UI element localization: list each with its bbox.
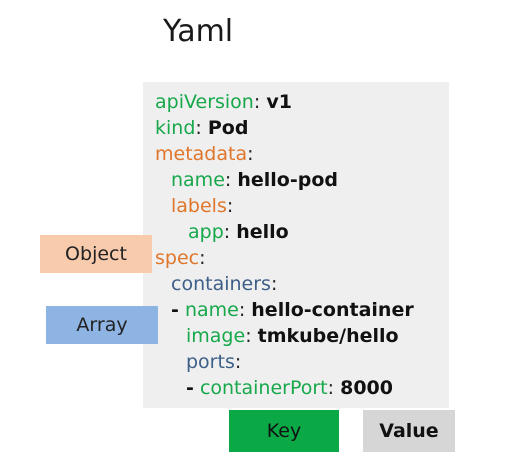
yaml-line-image: image: tmkube/hello xyxy=(186,323,399,349)
yaml-value: hello-pod xyxy=(237,169,338,191)
yaml-key: containers xyxy=(171,273,271,295)
yaml-separator: : xyxy=(223,221,231,243)
yaml-value: Pod xyxy=(207,117,249,139)
yaml-value: hello-container xyxy=(251,299,414,321)
yaml-key: containerPort xyxy=(199,377,328,399)
yaml-line-containerport: - containerPort: 8000 xyxy=(186,375,393,401)
yaml-key: ports xyxy=(186,351,235,373)
yaml-line-labels: labels: xyxy=(171,193,233,219)
legend-value: Value xyxy=(363,410,455,452)
yaml-line-metadata: metadata: xyxy=(155,141,254,167)
yaml-line-container-name: - name: hello-container xyxy=(171,297,414,323)
yaml-key: image xyxy=(186,325,246,347)
yaml-separator: : xyxy=(327,377,335,399)
yaml-separator: : xyxy=(245,325,252,347)
yaml-line-kind: kind: Pod xyxy=(155,115,248,141)
legend-array: Array xyxy=(46,306,158,344)
yaml-separator: : xyxy=(253,91,261,113)
yaml-key: spec xyxy=(155,247,200,269)
yaml-separator: : xyxy=(270,273,278,295)
yaml-separator: : xyxy=(226,195,234,217)
yaml-line-apiversion: apiVersion: v1 xyxy=(155,89,292,115)
yaml-separator: : xyxy=(199,247,206,269)
yaml-line-spec: spec: xyxy=(155,245,206,271)
yaml-key: kind xyxy=(155,117,196,139)
legend-object: Object xyxy=(40,235,152,273)
yaml-value: v1 xyxy=(266,91,292,113)
yaml-line-metadata-name: name: hello-pod xyxy=(171,167,338,193)
yaml-key: name xyxy=(184,299,239,321)
yaml-list-dash: - xyxy=(186,377,194,399)
yaml-value: 8000 xyxy=(340,377,393,399)
yaml-code-block: apiVersion: v1 kind: Pod metadata: name:… xyxy=(143,82,449,408)
yaml-key: app xyxy=(188,221,224,243)
yaml-list-dash: - xyxy=(171,299,179,321)
legend-key: Key xyxy=(229,410,339,452)
yaml-value: tmkube/hello xyxy=(257,325,399,347)
yaml-separator: : xyxy=(238,299,246,321)
yaml-line-containers: containers: xyxy=(171,271,277,297)
yaml-separator: : xyxy=(247,143,254,165)
diagram-title: Yaml xyxy=(163,14,234,49)
yaml-line-ports: ports: xyxy=(186,349,241,375)
yaml-value: hello xyxy=(236,221,289,243)
yaml-separator: : xyxy=(234,351,242,373)
yaml-separator: : xyxy=(195,117,202,139)
yaml-key: metadata xyxy=(155,143,248,165)
yaml-line-app: app: hello xyxy=(188,219,289,245)
yaml-key: apiVersion xyxy=(155,91,254,113)
yaml-separator: : xyxy=(224,169,232,191)
yaml-key: labels xyxy=(171,195,227,217)
yaml-key: name xyxy=(171,169,225,191)
